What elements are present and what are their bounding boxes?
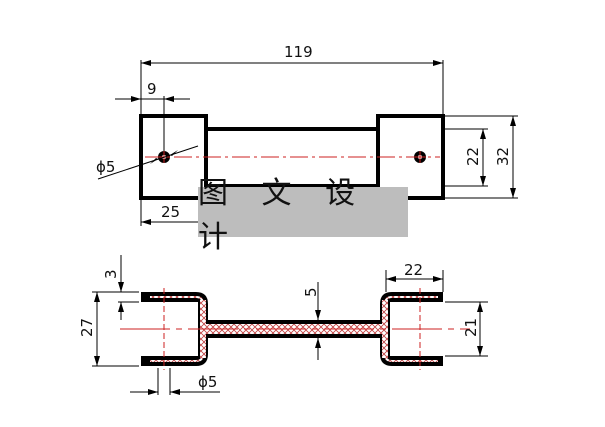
dim-hole-offset: 9 [147,80,157,98]
watermark-text: 图 文 设 计 [198,176,368,255]
dim-outer-height: 27 [78,318,96,337]
dim-end-block-length: 25 [161,203,180,221]
dim-hole-diameter-front: ϕ5 [198,373,217,391]
watermark-banner: 图 文 设 计 [198,176,408,255]
dim-hole-diameter-top: ϕ5 [96,158,115,176]
front-section-view: 3 27 ϕ5 5 22 21 [78,255,488,395]
dim-overall-length: 119 [284,43,313,61]
dim-wall-thickness: 3 [102,269,120,279]
dim-web-thickness: 5 [302,287,320,297]
dim-inner-width: 22 [464,147,482,166]
dim-outer-width: 32 [494,147,512,166]
leader-hole-diameter [97,145,199,180]
dim-inner-height: 21 [462,318,480,337]
dim-channel-depth: 22 [404,261,423,279]
top-view: 119 9 ϕ5 25 22 32 [96,43,518,226]
